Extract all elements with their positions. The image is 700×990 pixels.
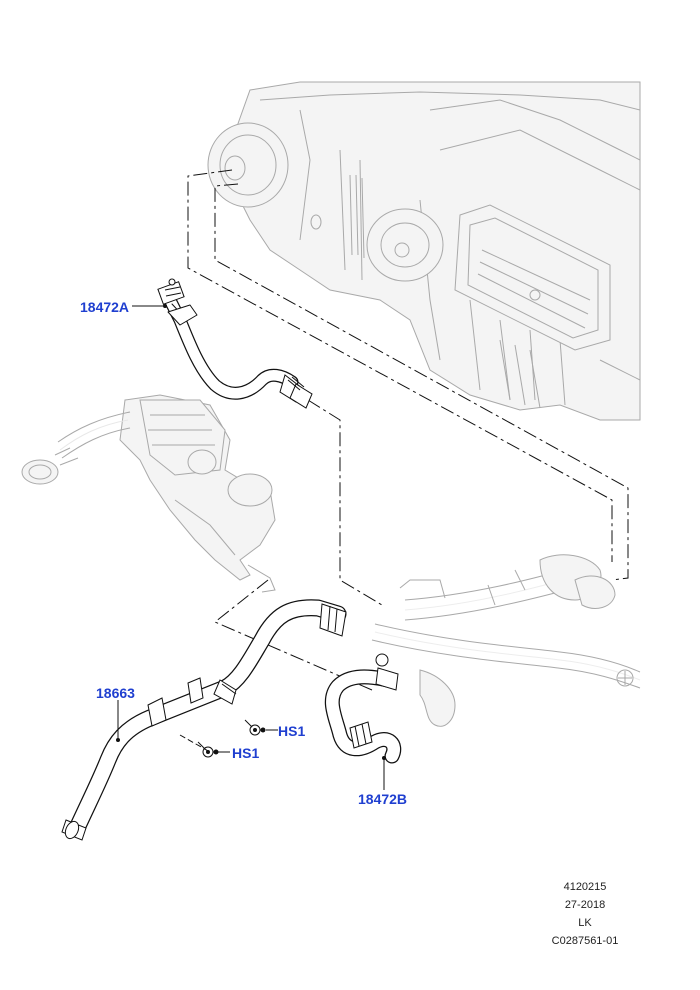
- assembly-lines: [187, 169, 629, 691]
- callout-leaders: [116, 304, 386, 790]
- callout-18472b: 18472B: [358, 791, 407, 807]
- heater-assembly-ghost: [21, 394, 276, 593]
- hose-18472a: [157, 278, 313, 409]
- callout-hs1-upper: HS1: [278, 723, 305, 739]
- footer-date: 27-2018: [564, 899, 606, 911]
- callout-18663: 18663: [96, 685, 135, 701]
- footer-initials: LK: [578, 917, 592, 929]
- footer-code: 4120215: [563, 881, 607, 893]
- fastener-hs1-lower: [197, 741, 219, 758]
- pipe-18663: [61, 599, 347, 841]
- footer-reference: C0287561-01: [551, 935, 619, 947]
- fastener-hs1-upper: [244, 719, 266, 736]
- hvac-housing-ghost: [207, 81, 641, 421]
- right-hoses-ghost: [371, 554, 641, 727]
- callout-18472a: 18472A: [80, 299, 129, 315]
- callout-hs1-lower: HS1: [232, 745, 259, 761]
- hose-18472b: [324, 653, 402, 764]
